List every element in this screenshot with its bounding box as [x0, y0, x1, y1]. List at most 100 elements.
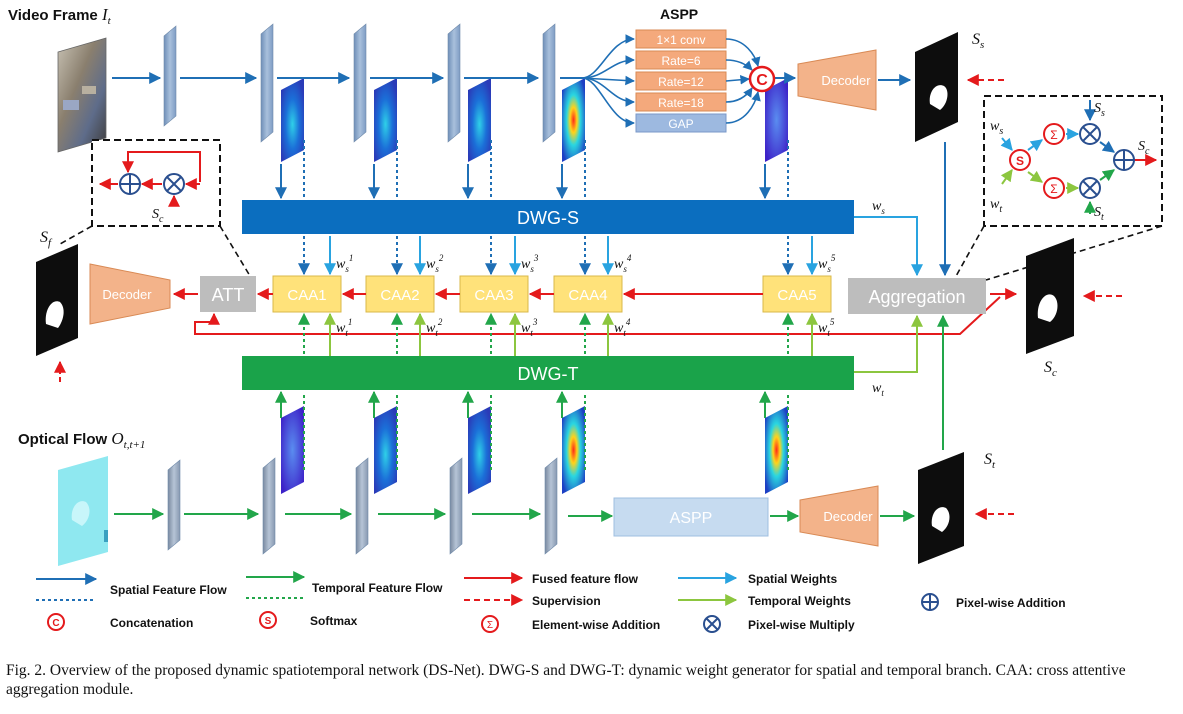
- svg-text:St: St: [1094, 205, 1104, 223]
- aggregation-block: Aggregation: [848, 278, 986, 314]
- svg-text:ws: ws: [990, 119, 1003, 137]
- aspp-row-1: 1×1 conv: [656, 33, 705, 47]
- svg-text:S: S: [265, 616, 272, 627]
- svg-text:Σ: Σ: [1050, 182, 1057, 196]
- svg-text:Sc: Sc: [1138, 139, 1150, 157]
- spatial-flow-arrows: [112, 72, 951, 277]
- wt-1: wt1: [336, 317, 352, 338]
- svg-text:S: S: [1016, 154, 1024, 168]
- svg-text:Decoder: Decoder: [821, 73, 871, 88]
- optical-flow-label: Optical Flow Ot,t+1: [18, 429, 145, 451]
- att-block: ATT: [200, 276, 256, 312]
- svg-text:ASPP: ASPP: [670, 510, 713, 527]
- dwg-s-bar: DWG-S: [242, 200, 854, 234]
- wt-3: wt3: [521, 317, 538, 338]
- ss-label: Ss: [972, 31, 984, 51]
- sigma-icon: Σ: [1043, 177, 1065, 199]
- aspp-fan-arrows: [581, 34, 761, 128]
- legend-item: Concatenation: [110, 616, 193, 630]
- legend-item: Pixel-wise Addition: [956, 596, 1066, 610]
- sc-label: Sc: [1044, 359, 1057, 379]
- wt-4: wt4: [614, 317, 631, 338]
- svg-text:DWG-T: DWG-T: [518, 364, 579, 384]
- fused-flow-arrows: [172, 288, 1001, 335]
- softmax-icon: S: [1009, 149, 1031, 171]
- temporal-weight-arrows: [324, 312, 923, 373]
- legend-item: Softmax: [310, 614, 358, 628]
- legend-item: Spatial Weights: [748, 572, 837, 586]
- ws-5: ws5: [818, 253, 836, 274]
- plus-icon: [119, 173, 141, 195]
- svg-text:Decoder: Decoder: [823, 509, 873, 524]
- caa2: CAA2: [380, 287, 419, 304]
- spatial-weight-arrows: [324, 216, 923, 277]
- figure-caption: Fig. 2. Overview of the proposed dynamic…: [6, 662, 1126, 698]
- times-icon: [703, 615, 721, 633]
- att-inset: Sc: [59, 139, 251, 277]
- svg-text:Sc: Sc: [152, 207, 164, 225]
- st-label: St: [984, 451, 996, 471]
- legend-item: Element-wise Addition: [532, 618, 660, 632]
- video-frame-label: Video Frame It: [8, 5, 112, 27]
- caa3: CAA3: [474, 287, 513, 304]
- caa5: CAA5: [777, 287, 816, 304]
- wt-labels: wt1 wt2 wt3 wt4 wt5 wt: [336, 317, 884, 398]
- sigma-icon: Σ: [1043, 123, 1065, 145]
- st-mask: [918, 452, 964, 564]
- times-icon: [163, 173, 185, 195]
- aspp-row-2: Rate=6: [661, 54, 700, 68]
- svg-text:wt: wt: [990, 197, 1002, 215]
- ws-agg: ws: [872, 199, 885, 216]
- ws-2: ws2: [426, 253, 444, 274]
- svg-text:Aggregation: Aggregation: [868, 287, 965, 307]
- ws-3: ws3: [521, 253, 539, 274]
- svg-text:Ss: Ss: [1094, 101, 1105, 119]
- sf-label: Sf: [40, 229, 53, 249]
- optical-flow-image: [58, 456, 108, 566]
- wt-2: wt2: [426, 317, 443, 338]
- sf-mask: [36, 244, 78, 356]
- svg-text:ATT: ATT: [212, 285, 245, 305]
- spatial-encoder-plates: [163, 23, 556, 143]
- decoder-left: Decoder: [89, 263, 171, 325]
- ss-mask: [915, 32, 958, 142]
- times-icon: [1079, 123, 1101, 145]
- legend-item: Spatial Feature Flow: [110, 583, 227, 597]
- plus-icon: [921, 593, 939, 611]
- legend-item: Temporal Weights: [748, 594, 851, 608]
- svg-text:Σ: Σ: [487, 620, 493, 631]
- temporal-encoder-plates: [167, 457, 558, 555]
- legend-item: Temporal Feature Flow: [312, 581, 443, 595]
- decoder-top: Decoder: [797, 49, 877, 111]
- wt-5: wt5: [818, 317, 835, 338]
- sc-mask: [1026, 238, 1074, 354]
- aspp-block: 1×1 conv Rate=6 Rate=12 Rate=18 GAP: [635, 29, 727, 133]
- aspp-row-5: GAP: [668, 117, 693, 131]
- svg-text:DWG-S: DWG-S: [517, 208, 579, 228]
- video-frame-image: [57, 37, 107, 153]
- caa4: CAA4: [568, 287, 607, 304]
- concat-symbol: C: [748, 65, 776, 93]
- spatial-dotted-arrows: [298, 140, 794, 276]
- aspp-row-3: Rate=12: [658, 75, 704, 89]
- times-icon: [1079, 177, 1101, 199]
- dwg-t-bar: DWG-T: [242, 356, 854, 390]
- legend: Spatial Feature Flow Temporal Feature Fl…: [36, 571, 1066, 633]
- temporal-heatmaps: [281, 406, 788, 494]
- legend-item: Fused feature flow: [532, 572, 639, 586]
- caa1: CAA1: [287, 287, 326, 304]
- plus-icon: [1113, 149, 1135, 171]
- aspp-row-4: Rate=18: [658, 96, 704, 110]
- wt-agg: wt: [872, 381, 884, 398]
- ws-4: ws4: [614, 253, 632, 274]
- caa-blocks: CAA1 CAA2 CAA3 CAA4 CAA5: [272, 275, 832, 313]
- svg-text:Σ: Σ: [1050, 128, 1057, 142]
- decoder-bottom: Decoder: [799, 485, 879, 547]
- svg-text:Decoder: Decoder: [102, 287, 152, 302]
- aggregation-inset: S Σ Σ ws wt Ss St Sc: [954, 95, 1163, 281]
- legend-item: Pixel-wise Multiply: [748, 618, 855, 632]
- aspp-bottom: ASPP: [613, 497, 769, 537]
- ws-1: ws1: [336, 253, 353, 274]
- svg-text:C: C: [52, 618, 59, 629]
